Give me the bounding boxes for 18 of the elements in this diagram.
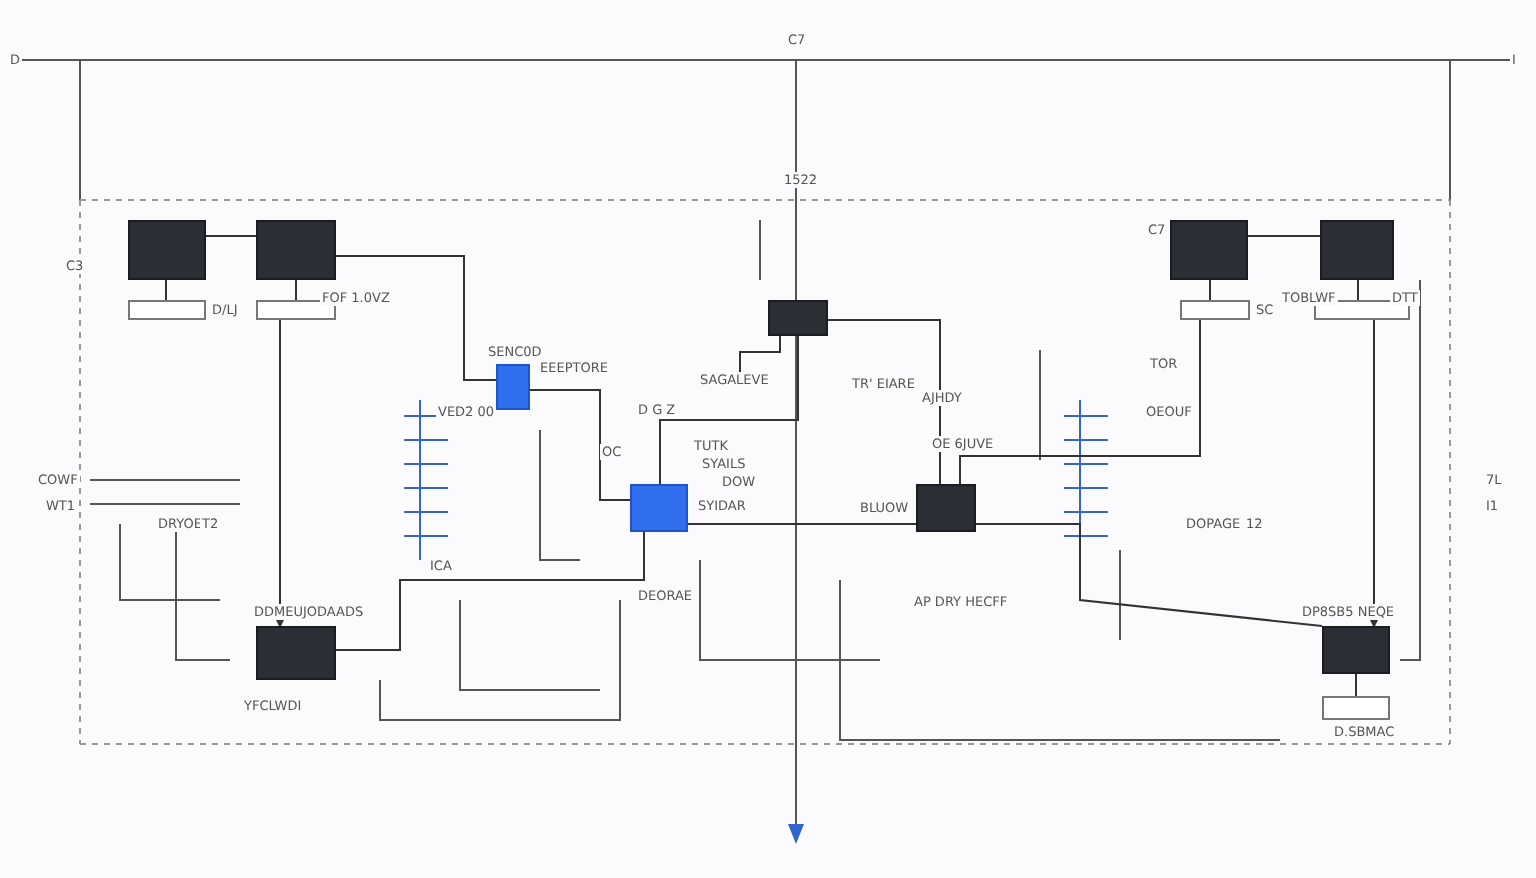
wire	[687, 523, 917, 525]
wire	[274, 319, 286, 628]
wire	[295, 279, 297, 301]
wire	[529, 389, 631, 501]
wire	[1247, 235, 1321, 237]
wire	[1357, 279, 1359, 301]
wire	[659, 335, 799, 485]
wire	[205, 235, 257, 237]
wire	[1368, 319, 1380, 628]
wire	[165, 279, 167, 301]
wire	[335, 255, 497, 381]
wire	[1355, 673, 1357, 697]
wire	[739, 335, 781, 373]
wire	[335, 531, 645, 651]
wire	[959, 319, 1201, 485]
wire	[1209, 279, 1211, 301]
wire	[827, 319, 941, 485]
wire	[975, 523, 1323, 627]
